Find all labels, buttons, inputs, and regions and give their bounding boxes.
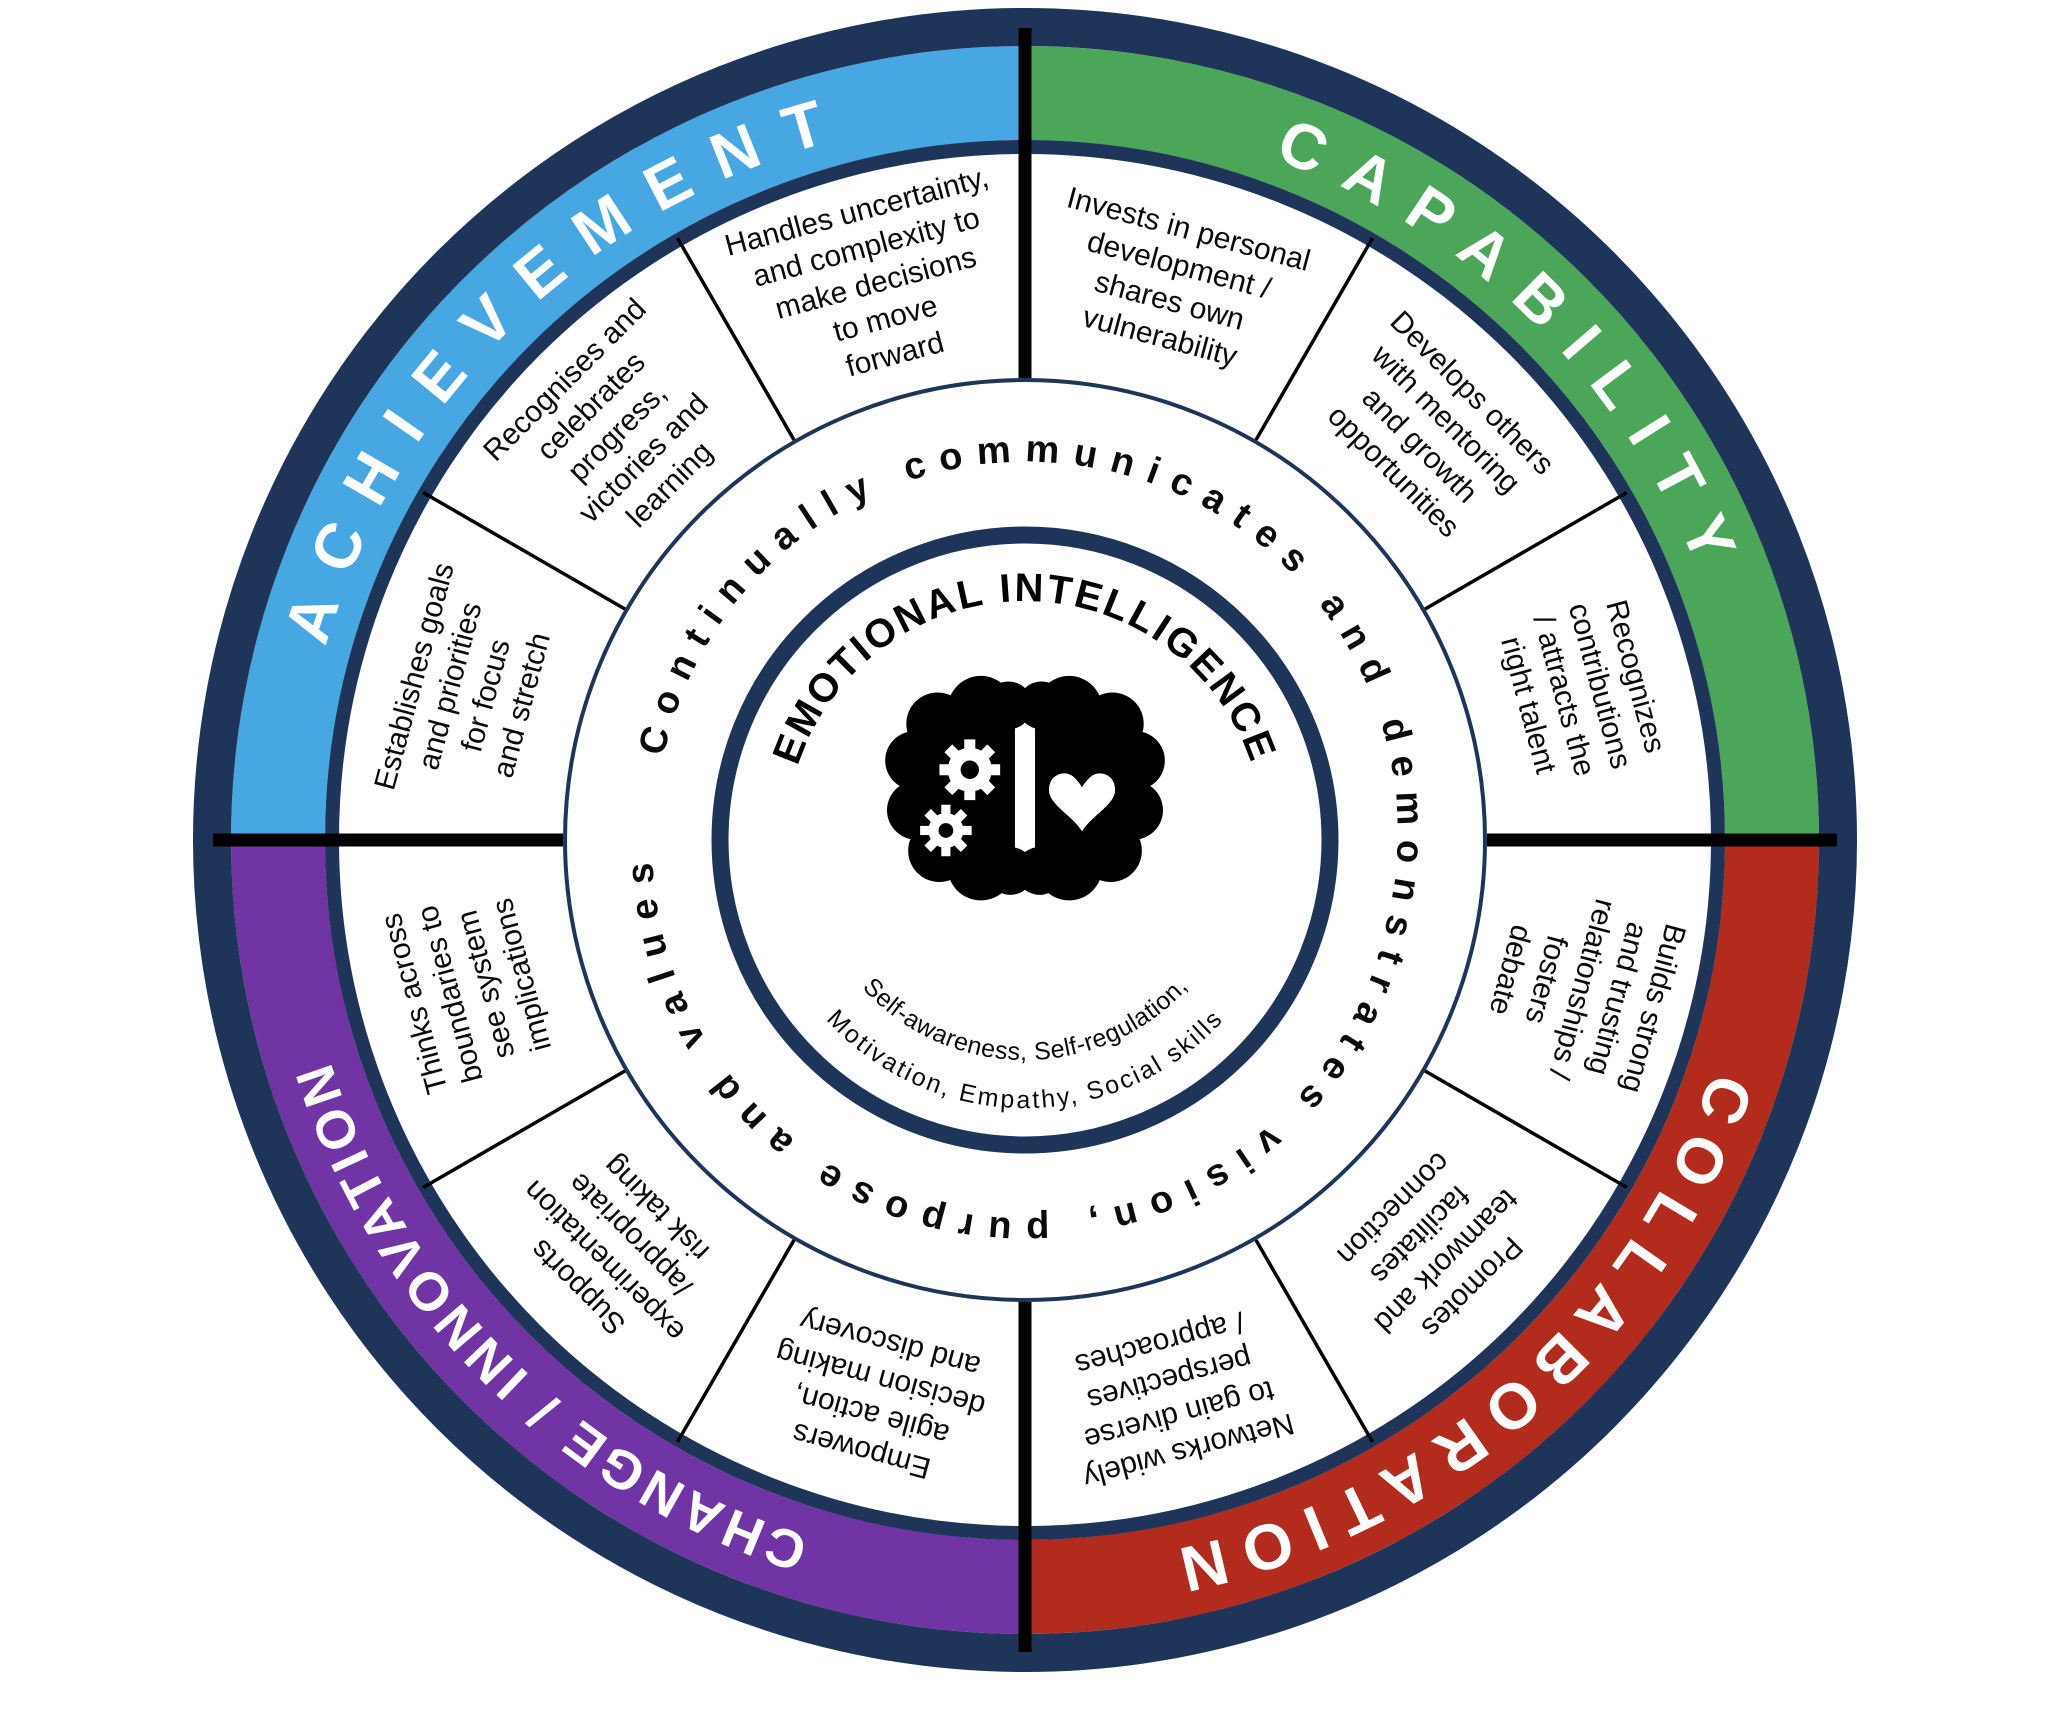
band-collaboration: [1025, 840, 1819, 1634]
wheel-cell-collaboration: Networks widelyto gain diverseperspectiv…: [1051, 1299, 1298, 1495]
wheel-cell-text: Networks widelyto gain diverseperspectiv…: [1051, 1299, 1298, 1494]
wheel-cell-text: Recognises andcelebratesprogress,victori…: [477, 292, 757, 572]
cell-dividers: [422, 237, 1628, 1443]
band-achievement: [231, 46, 1025, 840]
gear-icon-small: [920, 804, 972, 857]
outer-navy-ring: [193, 8, 1857, 1672]
band-change-innovation: [231, 840, 1025, 1634]
band-capability: [1025, 46, 1819, 840]
wheel-cell-text: Invests in personaldevelopment /shares o…: [1035, 181, 1314, 385]
wheel-cell-achievement: Establishes goalsand prioritiesfor focus…: [368, 559, 568, 822]
heart-icon: [1048, 773, 1116, 832]
wheel-cell-achievement: Recognises andcelebratesprogress,victori…: [477, 292, 757, 572]
wheel-cell-text: Builds strongand trustingrelationships /…: [1470, 876, 1693, 1102]
wheel-cell-text: Empowersagile action,decision makingand …: [753, 1299, 998, 1494]
wheel-cell-text: Thinks acrossboundaries tosee systemimpl…: [375, 881, 562, 1097]
wheel-cell-text: Promotesteamwork andfacilitatesconnectio…: [1315, 1130, 1550, 1365]
gear-icon: [939, 739, 1001, 801]
wheel-cell-text: Establishes goalsand prioritiesfor focus…: [368, 559, 568, 822]
brain-gears-heart-icon: [885, 675, 1165, 901]
wheel-cell-collaboration: Builds strongand trustingrelationships /…: [1470, 876, 1693, 1102]
wheel-cell-collaboration: Promotesteamwork andfacilitatesconnectio…: [1315, 1130, 1550, 1365]
wheel-cell-change-innovation: Empowersagile action,decision makingand …: [753, 1299, 998, 1494]
wheel-cell-capability: Recognizescontributions/ attracts therig…: [1490, 590, 1673, 792]
wheel-cells: Invests in personaldevelopment /shares o…: [368, 161, 1693, 1495]
wheel-cell-capability: Invests in personaldevelopment /shares o…: [1035, 181, 1314, 385]
quadrant-dividers: [213, 28, 1837, 1652]
wheel-cell-text: Recognizescontributions/ attracts therig…: [1490, 590, 1673, 792]
wheel-cell-change-innovation: Thinks acrossboundaries tosee systemimpl…: [375, 881, 562, 1097]
inner-circle: [711, 526, 1339, 1154]
middle-ring-outer-border: [563, 378, 1487, 1302]
